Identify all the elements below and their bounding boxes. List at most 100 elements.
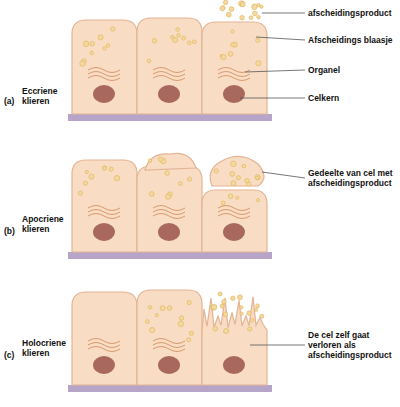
disintegrating-cell (202, 297, 267, 385)
vesicle (256, 38, 260, 42)
vesicle (247, 311, 251, 315)
epithelial-cell (72, 160, 137, 252)
vesicle (114, 175, 119, 180)
vesicle (240, 2, 245, 7)
vesicle (214, 169, 218, 173)
vesicle (103, 166, 107, 170)
leader-line (250, 345, 305, 346)
nucleus (93, 356, 115, 374)
epithelial-cell (202, 22, 267, 114)
vesicle (187, 41, 191, 45)
basement-membrane (68, 385, 272, 392)
vesicle (103, 47, 106, 50)
organelle (218, 76, 250, 81)
vesicle (256, 61, 261, 66)
basement-membrane (68, 252, 272, 259)
row-title: Apocriene klieren (22, 214, 68, 234)
vesicle (248, 327, 252, 331)
vesicle (231, 43, 235, 47)
epithelial-cell (137, 290, 202, 385)
vesicle (160, 306, 165, 311)
row-letter: (c) (4, 350, 22, 360)
vesicle (220, 6, 225, 11)
vesicle (224, 329, 229, 334)
vesicle (192, 40, 196, 44)
row-title: Holocriene klieren (22, 338, 68, 358)
vesicle (148, 159, 152, 163)
vesicle (111, 27, 115, 31)
vesicle (187, 338, 191, 342)
vesicle (189, 331, 193, 335)
vesicle (245, 179, 249, 183)
leader-line (262, 13, 305, 14)
vesicle (256, 199, 259, 202)
vesicle (256, 304, 260, 308)
vesicle (148, 306, 152, 310)
vesicle (149, 192, 154, 197)
vesicle (252, 4, 257, 9)
vesicle (152, 39, 157, 44)
nucleus (93, 223, 115, 241)
vesicle (240, 306, 243, 309)
vesicle (155, 314, 158, 317)
vesicle (149, 327, 154, 332)
label: Afscheidings blaasje (308, 35, 398, 45)
row-letter: (b) (4, 226, 22, 236)
vesicle (256, 176, 260, 180)
vesicle (83, 181, 87, 185)
label: Celkern (308, 93, 398, 103)
vesicle (238, 295, 243, 300)
vesicle (249, 16, 253, 20)
epithelial-cell (72, 292, 137, 385)
vesicle (230, 171, 235, 176)
vesicle (89, 174, 94, 179)
cell-fragment (145, 153, 196, 170)
vesicle (78, 191, 82, 195)
row-title: Eccriene klieren (22, 86, 68, 106)
leader-line (240, 98, 305, 99)
vesicle (226, 12, 231, 17)
vesicle (212, 304, 217, 309)
nucleus (223, 85, 245, 103)
vesicle (179, 316, 184, 321)
nucleus (93, 85, 115, 103)
basement-membrane (68, 114, 272, 121)
vesicle (187, 301, 191, 305)
nucleus (158, 356, 180, 374)
vesicle (98, 35, 103, 40)
nucleus (223, 356, 245, 374)
vesicle (109, 167, 113, 171)
vesicle (242, 164, 246, 168)
vesicle (231, 30, 234, 33)
nucleus (158, 85, 180, 103)
vesicle (223, 312, 228, 317)
vesicle (213, 326, 218, 331)
organelle (218, 214, 250, 219)
vesicle (239, 1, 245, 7)
vesicle (90, 51, 94, 55)
epithelial-cell (137, 166, 202, 252)
vesicle (158, 157, 163, 162)
epithelial-cell (137, 18, 202, 114)
vesicle (102, 166, 106, 170)
cell-fragment (210, 156, 264, 186)
organelle (153, 347, 185, 352)
organelle (88, 347, 120, 352)
organelle (153, 214, 185, 219)
row-letter: (a) (4, 96, 22, 106)
vesicle (255, 175, 260, 180)
leader-lines (240, 13, 305, 345)
vesicle (254, 308, 257, 311)
vesicle (223, 0, 227, 4)
vesicle (228, 51, 233, 56)
vesicle (240, 312, 243, 315)
vesicle (221, 201, 225, 205)
vesicle (240, 15, 245, 20)
epithelial-cell (72, 20, 137, 114)
vesicle (147, 59, 151, 63)
vesicle (220, 304, 224, 308)
vesicle (222, 299, 226, 303)
vesicle (218, 292, 222, 296)
vesicle (253, 11, 258, 16)
vesicle (231, 296, 235, 300)
